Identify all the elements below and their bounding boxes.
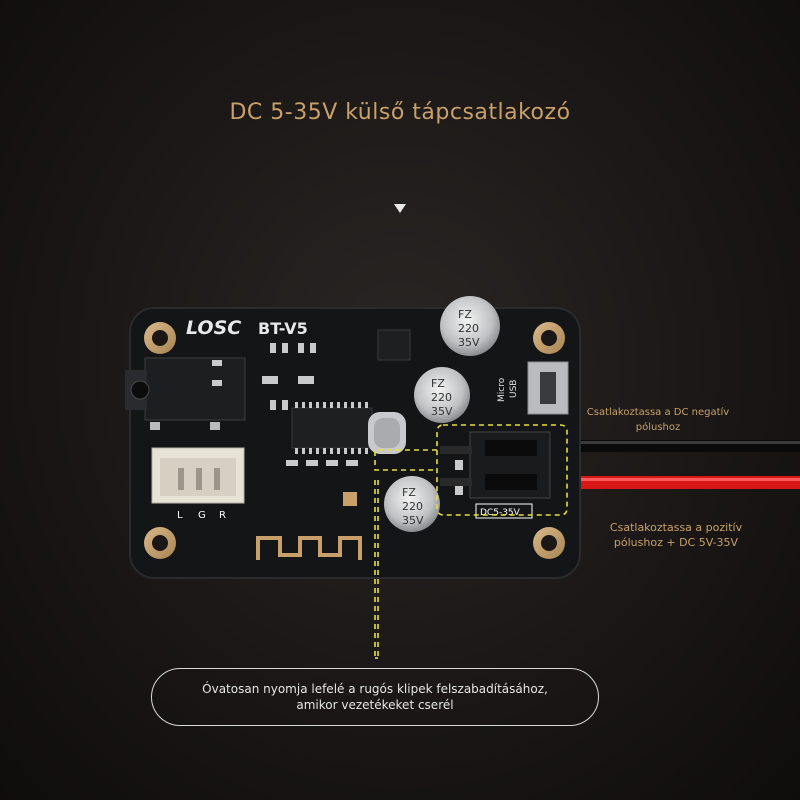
- dc-label: DC5-35V: [480, 508, 521, 518]
- audio-jack: [125, 357, 246, 430]
- crystal: [368, 412, 406, 454]
- guide-lines: [374, 424, 568, 659]
- regulator-chip: [377, 329, 411, 361]
- main-ic: [291, 402, 373, 454]
- board-brand: LOSC: [186, 317, 241, 339]
- svg-text:FZ: FZ: [458, 308, 472, 321]
- red-wire: [548, 476, 800, 489]
- note-line-2: amikor vezetékeket cserél: [296, 698, 454, 712]
- connector-label-l: L: [177, 510, 183, 521]
- antenna-trace: [256, 536, 362, 560]
- svg-text:FZ: FZ: [431, 377, 445, 390]
- connector-label-g: G: [198, 510, 206, 521]
- capacitor-top: FZ 220 35V: [440, 296, 500, 356]
- svg-text:35V: 35V: [458, 336, 480, 349]
- svg-text:35V: 35V: [402, 514, 424, 527]
- svg-text:35V: 35V: [431, 405, 453, 418]
- pcb-board: LOSC BT-V5 L G R: [125, 296, 581, 579]
- capacitor-bottom: FZ 220 35V: [384, 476, 440, 532]
- svg-text:220: 220: [458, 322, 479, 335]
- capacitor-middle: FZ 220 35V: [414, 367, 470, 423]
- power-wires: [548, 440, 800, 489]
- antenna-pad: [343, 492, 357, 506]
- svg-text:220: 220: [431, 391, 452, 404]
- smd-pads: [212, 343, 463, 495]
- callout-positive: Csatlakoztassa a pozitív pólushoz + DC 5…: [609, 521, 743, 549]
- micro-usb-port: Micro USB: [497, 361, 569, 415]
- mounting-hole: [144, 322, 565, 559]
- usb-label-usb: USB: [509, 380, 519, 398]
- note-line-1: Óvatosan nyomja lefelé a rugós klipek fe…: [202, 682, 548, 696]
- svg-text:FZ: FZ: [402, 486, 416, 499]
- dc-highlight-box: [436, 424, 568, 516]
- svg-text:220: 220: [402, 500, 423, 513]
- note-pill: Óvatosan nyomja lefelé a rugós klipek fe…: [151, 668, 599, 726]
- lgr-connector: L G R: [151, 447, 245, 521]
- dc-terminal: [440, 431, 551, 499]
- usb-label-micro: Micro: [497, 377, 507, 402]
- down-arrow-icon: [394, 204, 406, 213]
- connector-label-r: R: [219, 510, 226, 521]
- callout-negative: Csatlakoztassa a DC negatív pólushoz: [586, 407, 730, 433]
- board-model: BT-V5: [258, 319, 308, 338]
- headline: DC 5-35V külső tápcsatlakozó: [229, 100, 571, 125]
